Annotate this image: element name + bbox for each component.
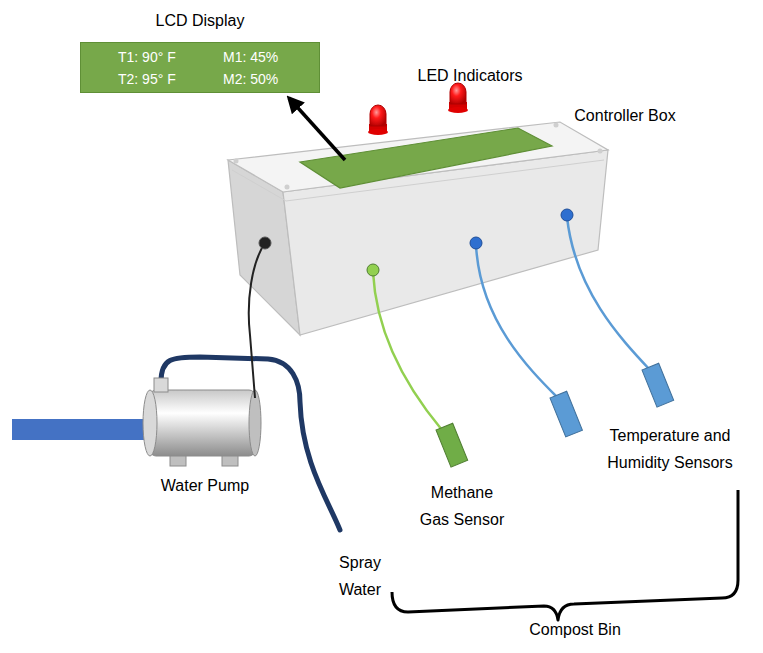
sensor-port (367, 264, 379, 276)
part-label: Water Pump (145, 472, 265, 499)
part-label: Methane Gas Sensor (417, 479, 507, 533)
sensor-wire (476, 245, 558, 398)
pump-nozzle (154, 378, 168, 392)
display-reading: T1: 90° F (118, 49, 176, 65)
display-reading: T2: 95° F (118, 71, 176, 87)
sensor-port (561, 209, 573, 221)
pump-body (150, 390, 255, 456)
display-reading: M2: 50% (223, 71, 278, 87)
box-top-face (228, 122, 608, 192)
water-pump (143, 378, 261, 466)
pump-cap (249, 390, 261, 456)
sensor-wire (567, 217, 650, 370)
cable-port (259, 237, 271, 249)
screw (554, 123, 559, 128)
part-label: Spray Water (332, 549, 388, 603)
temperature-sensor (550, 391, 582, 437)
screw (285, 185, 290, 190)
leader-arrow (289, 98, 345, 160)
power-cable (249, 243, 265, 398)
methane-sensor (436, 423, 468, 467)
controller-box (228, 122, 608, 335)
part-label: LED Indicators (400, 62, 540, 89)
lcd-screen (300, 128, 552, 188)
screw (598, 149, 603, 154)
screw (234, 159, 239, 164)
part-label: Controller Box (560, 102, 690, 129)
inlet-pipe (12, 419, 152, 440)
led (368, 105, 388, 135)
part-label: Compost Bin (515, 616, 635, 643)
led-dome (370, 105, 386, 126)
led (448, 83, 468, 113)
sensor-wire (373, 272, 442, 430)
temperature-sensor (642, 363, 674, 407)
display-reading: M1: 45% (223, 49, 278, 65)
part-label: Temperature and Humidity Sensors (602, 422, 738, 476)
sensor-port (470, 237, 482, 249)
led-rim (448, 107, 468, 113)
led-rim (368, 129, 388, 135)
bracket (392, 490, 738, 620)
pump-cap (143, 390, 157, 456)
display-title: LCD Display (61, 12, 339, 30)
led-dome (450, 83, 466, 104)
lcd-display: LCD DisplayT1: 90° FM1: 45%T2: 95° FM2: … (80, 42, 320, 93)
